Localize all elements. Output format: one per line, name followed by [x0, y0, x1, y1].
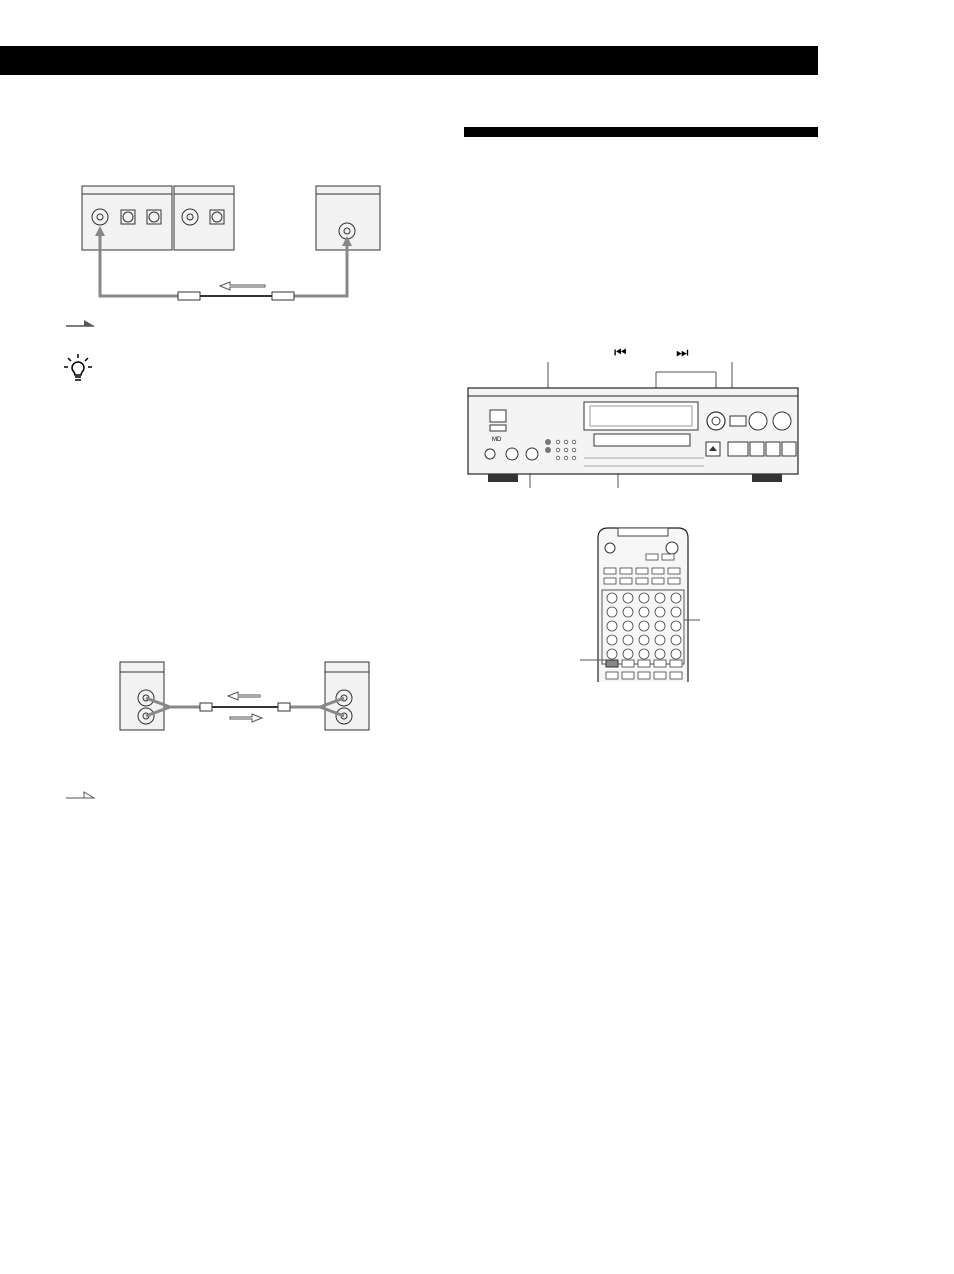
- analog-jack-r-bottom: [335, 707, 353, 725]
- knob-2: [525, 447, 539, 461]
- panel-left-b: [173, 185, 235, 251]
- optical-jack-1: [120, 209, 136, 225]
- pause-button: [749, 441, 765, 457]
- note-arrow-icon: [66, 320, 94, 327]
- coax-jack-left: [91, 208, 109, 226]
- deck-foot-left: [488, 474, 518, 482]
- power-button: [489, 409, 507, 423]
- analog-jack-l-top: [137, 689, 155, 707]
- deck-foot-right: [752, 474, 782, 482]
- optical-jack-3: [209, 209, 225, 225]
- deck-front-panel: MD: [467, 362, 799, 488]
- record-button: [781, 441, 797, 457]
- note-arrow-icon: [66, 791, 96, 799]
- stop-button: [765, 441, 781, 457]
- analog-connection-diagram: [119, 661, 370, 731]
- remote-power: [665, 541, 679, 555]
- remote-highlight-button: [605, 659, 619, 668]
- disc-slot: [593, 433, 691, 447]
- digital-connection-diagram: [81, 185, 381, 301]
- svg-text:MD: MD: [492, 437, 502, 443]
- lightbulb-tip-icon: [64, 354, 92, 381]
- analog-jack-r-top: [335, 689, 353, 707]
- section-heading-rule: [464, 127, 818, 137]
- prev-track-label: ⏮: [614, 345, 627, 361]
- play-button: [727, 441, 749, 457]
- analog-panel-right: [324, 661, 370, 731]
- page-header-bar: [0, 46, 818, 75]
- next-track-label: ⏭: [676, 345, 689, 361]
- amsCalendar-dial: [706, 411, 726, 431]
- optical-jack-2: [146, 209, 162, 225]
- display-window: [583, 401, 699, 431]
- analog-panel-left: [119, 661, 165, 731]
- coax-jack-mid: [181, 208, 199, 226]
- remote-control: [580, 527, 700, 682]
- deck-body: [467, 387, 799, 475]
- analog-jack-l-bottom: [137, 707, 155, 725]
- knob-1: [505, 447, 519, 461]
